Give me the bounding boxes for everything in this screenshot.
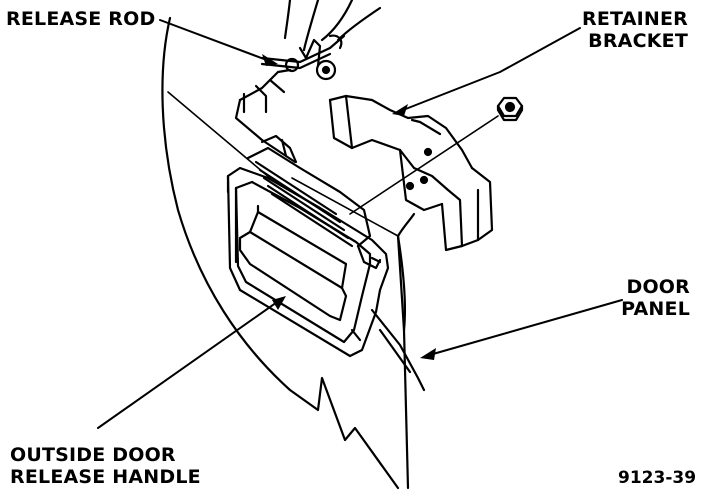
figure-number: 9123-39 (618, 468, 697, 488)
outside-handle-line-1: OUTSIDE DOOR (10, 444, 176, 466)
release-rod-leader (159, 19, 273, 63)
release-rod-text: RELEASE ROD (6, 8, 156, 30)
nut-dash-line (349, 115, 499, 215)
label-release-rod: RELEASE ROD (6, 8, 155, 30)
outside-handle-line-2: RELEASE HANDLE (10, 466, 201, 488)
door-panel-arrowhead (420, 348, 436, 360)
handle-lever-block (246, 134, 382, 270)
release-rod-arrowhead (262, 54, 278, 66)
linkage-arm (234, 68, 297, 164)
bracket-dash-line (291, 177, 399, 237)
outside-door-release-handle (226, 166, 390, 358)
retainer-bracket-line-2: BRACKET (588, 30, 688, 52)
label-retainer-bracket: RETAINER BRACKET (578, 8, 688, 52)
release-rod (260, 34, 346, 81)
door-panel-line-2: PANEL (621, 298, 690, 320)
hex-nut-icon (496, 96, 524, 122)
handle-leader (97, 299, 281, 429)
retainer-bracket-leader (397, 27, 581, 113)
door-panel-line-1: DOOR (626, 276, 690, 298)
label-outside-door-release-handle: OUTSIDE DOOR RELEASE HANDLE (10, 444, 201, 488)
rod-extension-line (167, 91, 271, 179)
label-door-panel: DOOR PANEL (600, 276, 690, 320)
retainer-bracket-line-1: RETAINER (582, 8, 688, 30)
handle-arrowhead (272, 296, 286, 310)
retainer-bracket-arrowhead (392, 104, 408, 116)
door-panel-leader (425, 299, 623, 357)
arrowheads (262, 54, 436, 360)
retainer-bracket (328, 94, 494, 252)
leader-lines (97, 19, 623, 429)
door-panel-edge (370, 234, 426, 392)
